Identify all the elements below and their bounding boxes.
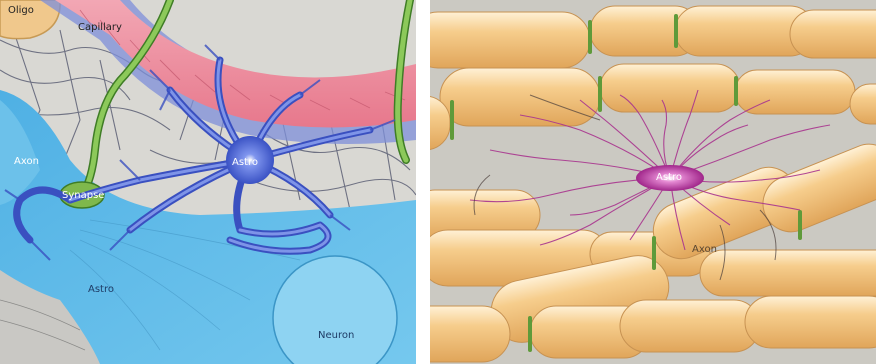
label-astro-process: Astro [88,284,114,296]
left-illustration-panel: Oligo Capillary Axon Astro Synapse Astro… [0,0,416,364]
label-oligo: Oligo [8,5,34,17]
label-neuron: Neuron [318,330,354,342]
label-astro-cell: Astro [232,157,258,169]
label-axon: Axon [692,244,717,256]
label-axon: Axon [14,156,39,168]
label-astro: Astro [656,172,682,184]
right-illustration [430,0,876,364]
right-illustration-panel: Astro Axon [430,0,876,364]
left-illustration [0,0,416,364]
label-synapse: Synapse [62,190,104,202]
label-capillary: Capillary [78,22,122,34]
